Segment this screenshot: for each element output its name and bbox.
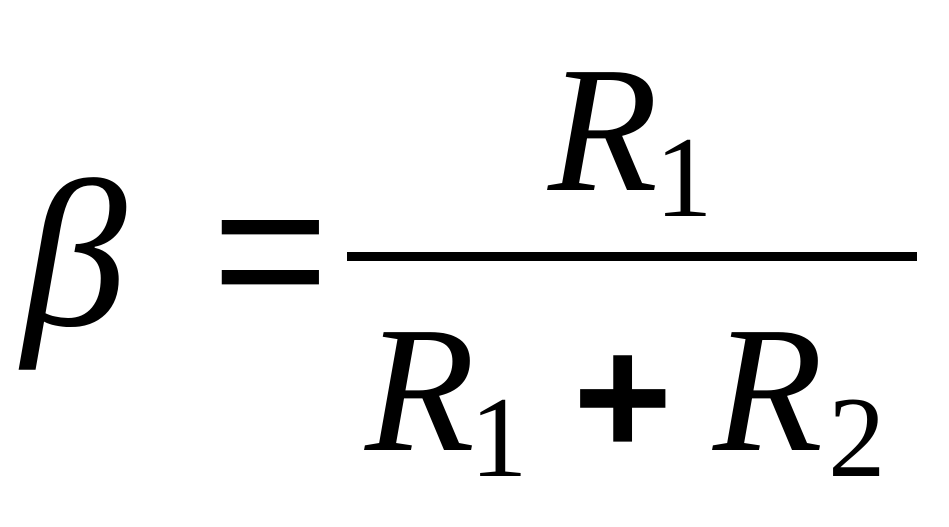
denominator-r1-subscript: 1 xyxy=(470,374,528,501)
denominator-r1-symbol: R xyxy=(365,290,475,489)
fraction-bar xyxy=(347,252,917,261)
beta-symbol: β xyxy=(22,139,127,371)
numerator-subscript: 1 xyxy=(655,114,713,241)
denominator-r2-subscript: 2 xyxy=(828,374,886,501)
plus-sign: + xyxy=(573,302,673,492)
denominator-r2-symbol: R xyxy=(713,290,823,489)
equals-sign: = xyxy=(212,138,329,361)
numerator-r-symbol: R xyxy=(548,30,658,229)
